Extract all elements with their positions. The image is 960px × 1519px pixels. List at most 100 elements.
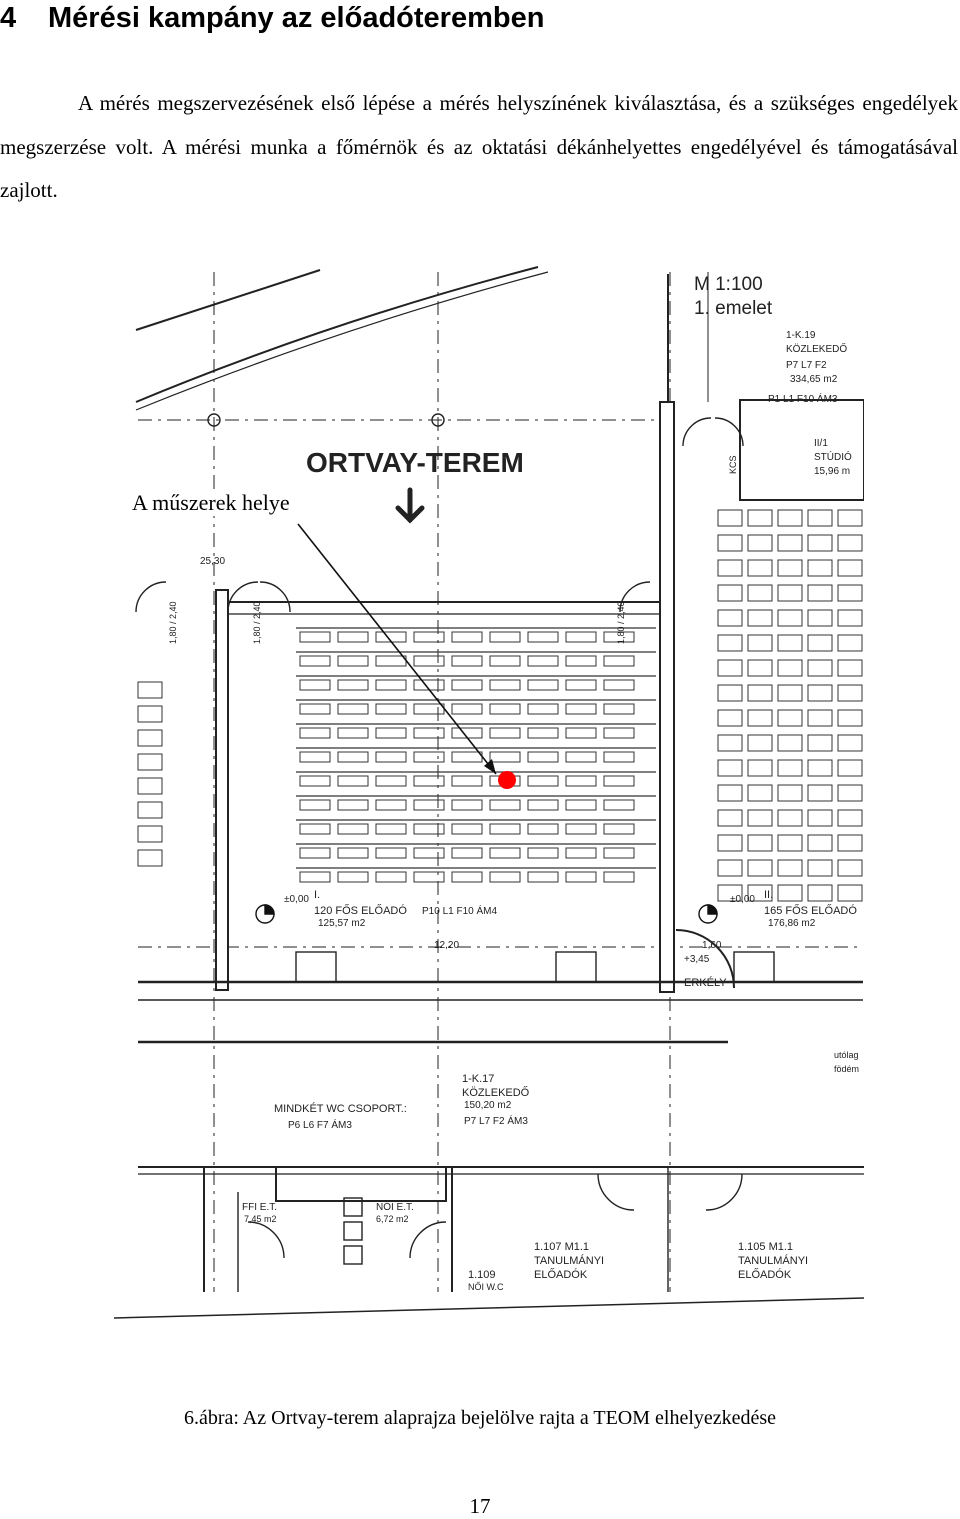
seat bbox=[603, 847, 635, 859]
seat bbox=[489, 727, 521, 739]
seat bbox=[565, 655, 597, 667]
plan-label: P6 L6 F7 ÁM3 bbox=[288, 1118, 352, 1131]
plan-label: 1,80 / 2,40 bbox=[168, 601, 178, 644]
plan-label: 125,57 m2 bbox=[318, 918, 366, 929]
seat bbox=[451, 847, 483, 859]
plan-label: 150,20 m2 bbox=[464, 1100, 512, 1111]
desk bbox=[747, 734, 773, 752]
plan-label: ±0,00 bbox=[730, 894, 755, 905]
door-arc bbox=[135, 581, 167, 613]
seat bbox=[299, 799, 331, 811]
desk bbox=[777, 859, 803, 877]
desk bbox=[807, 709, 833, 727]
callout-leader-line bbox=[297, 523, 497, 775]
seat bbox=[603, 799, 635, 811]
axis-marker bbox=[431, 413, 445, 427]
desk bbox=[717, 809, 743, 827]
plan-line bbox=[135, 266, 539, 403]
seat bbox=[299, 727, 331, 739]
wall bbox=[215, 589, 229, 991]
plan-label: 1-K.17 bbox=[462, 1073, 494, 1085]
floor-plan-drawing: ORTVAY-TEREM M 1:100 1. emelet 1-K.19 KÖ… bbox=[113, 266, 864, 1319]
plan-label: KCS bbox=[728, 455, 738, 474]
seat bbox=[413, 631, 445, 643]
seat bbox=[565, 823, 597, 835]
desk bbox=[717, 509, 743, 527]
seat bbox=[603, 823, 635, 835]
plan-label: NŐI W.C bbox=[468, 1282, 504, 1292]
desk bbox=[747, 584, 773, 602]
plan-label: 1-K.19 bbox=[786, 330, 816, 341]
plan-label: FFI E.T. bbox=[242, 1202, 277, 1213]
seat bbox=[603, 679, 635, 691]
plan-label: 1,80 / 2,40 bbox=[252, 601, 262, 644]
desk bbox=[747, 784, 773, 802]
desk bbox=[807, 834, 833, 852]
plan-label: ±0,00 bbox=[284, 894, 309, 905]
seat bbox=[337, 679, 369, 691]
room-title: ORTVAY-TEREM bbox=[306, 447, 524, 478]
callout-label: A műszerek helye bbox=[130, 490, 292, 516]
desk bbox=[837, 534, 863, 552]
seat bbox=[489, 679, 521, 691]
seat bbox=[603, 871, 635, 883]
desk bbox=[717, 534, 743, 552]
plan-label: födém bbox=[834, 1064, 859, 1074]
plan-label: P1 L1 F10 ÁM3 bbox=[768, 392, 838, 405]
seat bbox=[299, 751, 331, 763]
desk bbox=[837, 884, 863, 902]
seat bbox=[299, 631, 331, 643]
seat bbox=[451, 775, 483, 787]
door-arc bbox=[682, 417, 712, 447]
door-arc bbox=[247, 1221, 285, 1259]
plan-label: II/1 bbox=[814, 438, 828, 449]
desk bbox=[747, 834, 773, 852]
desk bbox=[137, 753, 163, 771]
seat bbox=[565, 727, 597, 739]
balcony-arc bbox=[675, 929, 735, 989]
body-paragraph: A mérés megszervezésének első lépése a m… bbox=[0, 91, 958, 202]
desk bbox=[837, 709, 863, 727]
seat bbox=[337, 703, 369, 715]
desk bbox=[717, 559, 743, 577]
desk bbox=[837, 634, 863, 652]
plan-label: ERKÉLY bbox=[684, 976, 727, 989]
seat bbox=[375, 847, 407, 859]
desk bbox=[747, 609, 773, 627]
plan-label: 6,72 m2 bbox=[376, 1214, 409, 1224]
building-block bbox=[739, 399, 864, 501]
desk bbox=[837, 609, 863, 627]
desk bbox=[777, 809, 803, 827]
seat bbox=[603, 655, 635, 667]
seat bbox=[375, 775, 407, 787]
desk bbox=[777, 834, 803, 852]
desk bbox=[807, 859, 833, 877]
seat bbox=[375, 871, 407, 883]
desk bbox=[837, 859, 863, 877]
section-number: 4 bbox=[0, 2, 17, 34]
down-arrow-icon bbox=[395, 487, 425, 524]
instrument-location-marker bbox=[498, 771, 516, 789]
desk bbox=[777, 534, 803, 552]
desk bbox=[837, 809, 863, 827]
window bbox=[733, 951, 775, 983]
seat bbox=[489, 751, 521, 763]
seat bbox=[451, 703, 483, 715]
desk bbox=[807, 784, 833, 802]
desk bbox=[777, 559, 803, 577]
desk bbox=[777, 609, 803, 627]
desk bbox=[837, 559, 863, 577]
seat bbox=[413, 847, 445, 859]
desk bbox=[807, 684, 833, 702]
desk bbox=[717, 659, 743, 677]
desk bbox=[137, 777, 163, 795]
desk bbox=[137, 849, 163, 867]
desk bbox=[777, 884, 803, 902]
seat bbox=[527, 655, 559, 667]
desk bbox=[837, 684, 863, 702]
desk bbox=[717, 884, 743, 902]
seat bbox=[337, 775, 369, 787]
desk bbox=[807, 509, 833, 527]
window bbox=[295, 951, 337, 983]
desk-column bbox=[137, 681, 163, 867]
